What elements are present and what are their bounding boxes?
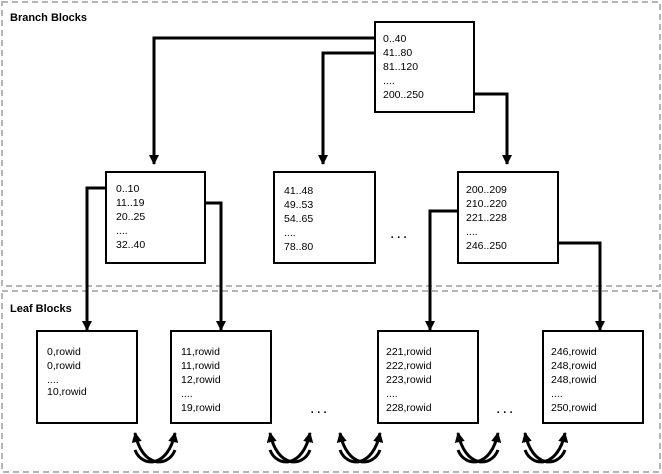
branch-key: 41..48 [284,185,313,197]
branch-key: 200..209 [466,184,507,196]
leaf-key: .... [386,388,398,400]
branch-key: 20..25 [116,211,145,223]
edge-root-to-branch-1 [148,36,375,166]
edge-branch-3-to-leaf-4 [558,241,606,332]
branch-key: 210..220 [466,198,507,210]
leaf-key: 10,rowid [47,386,87,398]
branch-key: .... [116,225,128,237]
leaf-block-3 [377,330,479,424]
branch-block-3 [457,171,559,264]
root-block-keys: 0..40 41..80 81..120 .... 200..250 [383,33,424,101]
leaf-key: 0,rowid [47,360,81,372]
root-key: 41..80 [383,47,412,59]
branch-key: 11..19 [116,197,145,209]
edge-root-to-branch-3 [474,92,513,166]
branch-key: 0..10 [116,183,140,195]
leaf-key: 246,rowid [551,346,597,358]
branch-key: 221..228 [466,212,507,224]
leaf-key: 222,rowid [386,360,432,372]
branch-block-1-keys: 0..10 11..19 20..25 .... 32..40 [116,183,145,251]
branch-ellipsis: ... [390,225,409,242]
leaf-key: 0,rowid [47,346,81,358]
leaf-key: .... [181,388,193,400]
leaf-ellipsis: ... [310,400,329,417]
edge-branch-1-to-leaf-1 [81,186,106,332]
leaf-key: 248,rowid [551,360,597,372]
edge-root-to-branch-2 [317,51,375,166]
leaf-link-arrow [266,431,312,464]
root-key: 0..40 [383,33,407,45]
leaf-block-3-keys: 221,rowid 222,rowid 223,rowid .... 228,r… [386,346,432,414]
leaf-link-arrow [521,431,567,464]
leaf-block-1-keys: 0,rowid 0,rowid .... 10,rowid [47,346,87,398]
branch-key: 32..40 [116,239,145,251]
leaf-key: 12,rowid [181,374,221,386]
leaf-key: 19,rowid [181,402,221,414]
leaf-block-1 [36,330,138,424]
leaf-block-4 [542,330,644,424]
branch-key: .... [466,226,478,238]
branch-block-2-keys: 41..48 49..53 54..65 .... 78..80 [284,185,313,253]
branch-key: 54..65 [284,213,313,225]
leaf-key: .... [551,388,563,400]
branch-key: 246..250 [466,240,507,252]
branch-block-2 [273,171,376,264]
branch-region-label: Branch Blocks [10,12,87,24]
branch-block-1 [105,171,206,264]
leaf-key: 223,rowid [386,374,432,386]
edge-branch-1-to-leaf-2 [205,201,227,332]
root-key: .... [383,75,395,87]
leaf-region-label: Leaf Blocks [10,303,72,315]
leaf-link-arrow [336,431,382,464]
leaf-link-arrow [131,431,177,464]
branch-region [1,1,661,287]
leaf-key: 228,rowid [386,402,432,414]
branch-key: 78..80 [284,241,313,253]
leaf-link-arrow [454,431,500,464]
leaf-key: 250,rowid [551,402,597,414]
leaf-block-4-keys: 246,rowid 248,rowid 248,rowid .... 250,r… [551,346,597,414]
edge-branch-3-to-leaf-3 [424,209,458,332]
root-key: 200..250 [383,89,424,101]
leaf-block-2 [170,330,272,424]
leaf-key: 11,rowid [181,360,220,372]
root-key: 81..120 [383,61,418,73]
branch-block-3-keys: 200..209 210..220 221..228 .... 246..250 [466,184,507,252]
leaf-key: .... [47,374,59,386]
leaf-block-2-keys: 11,rowid 11,rowid 12,rowid .... 19,rowid [181,346,221,414]
leaf-ellipsis: ... [496,400,515,417]
branch-key: .... [284,227,296,239]
leaf-key: 11,rowid [181,346,220,358]
leaf-key: 221,rowid [386,346,432,358]
leaf-key: 248,rowid [551,374,597,386]
branch-key: 49..53 [284,199,313,211]
root-block [374,21,475,113]
